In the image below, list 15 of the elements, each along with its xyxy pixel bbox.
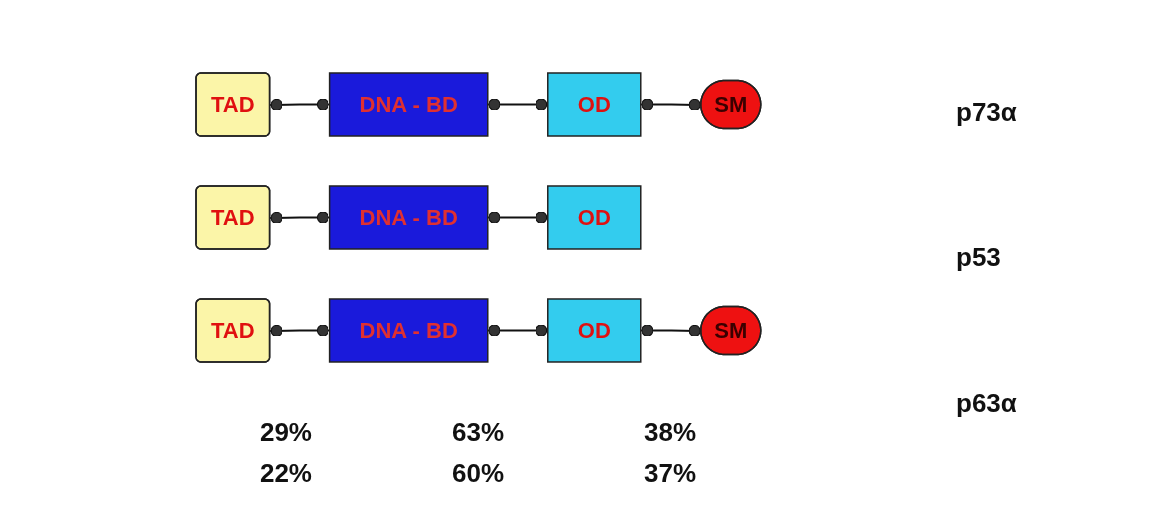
identity-percentage: 29%: [259, 417, 312, 448]
protein-name: p63α: [956, 387, 1018, 419]
node-box: OD: [546, 71, 642, 137]
protein-name: p73α: [956, 97, 1018, 129]
identity-percentage: 38%: [644, 417, 697, 448]
node-box: DNA - BD: [328, 71, 489, 137]
identity-percentage: 60%: [451, 458, 504, 489]
node-box: DNA - BD: [328, 297, 489, 363]
identity-percentage: 63%: [451, 417, 504, 448]
node-box: OD: [546, 184, 642, 250]
protein-name: p53: [956, 242, 1002, 274]
identity-percentage: 22%: [259, 458, 312, 489]
node-box: OD: [546, 297, 642, 363]
identity-percentage: 37%: [644, 458, 697, 489]
node-box: DNA - BD: [328, 184, 489, 250]
